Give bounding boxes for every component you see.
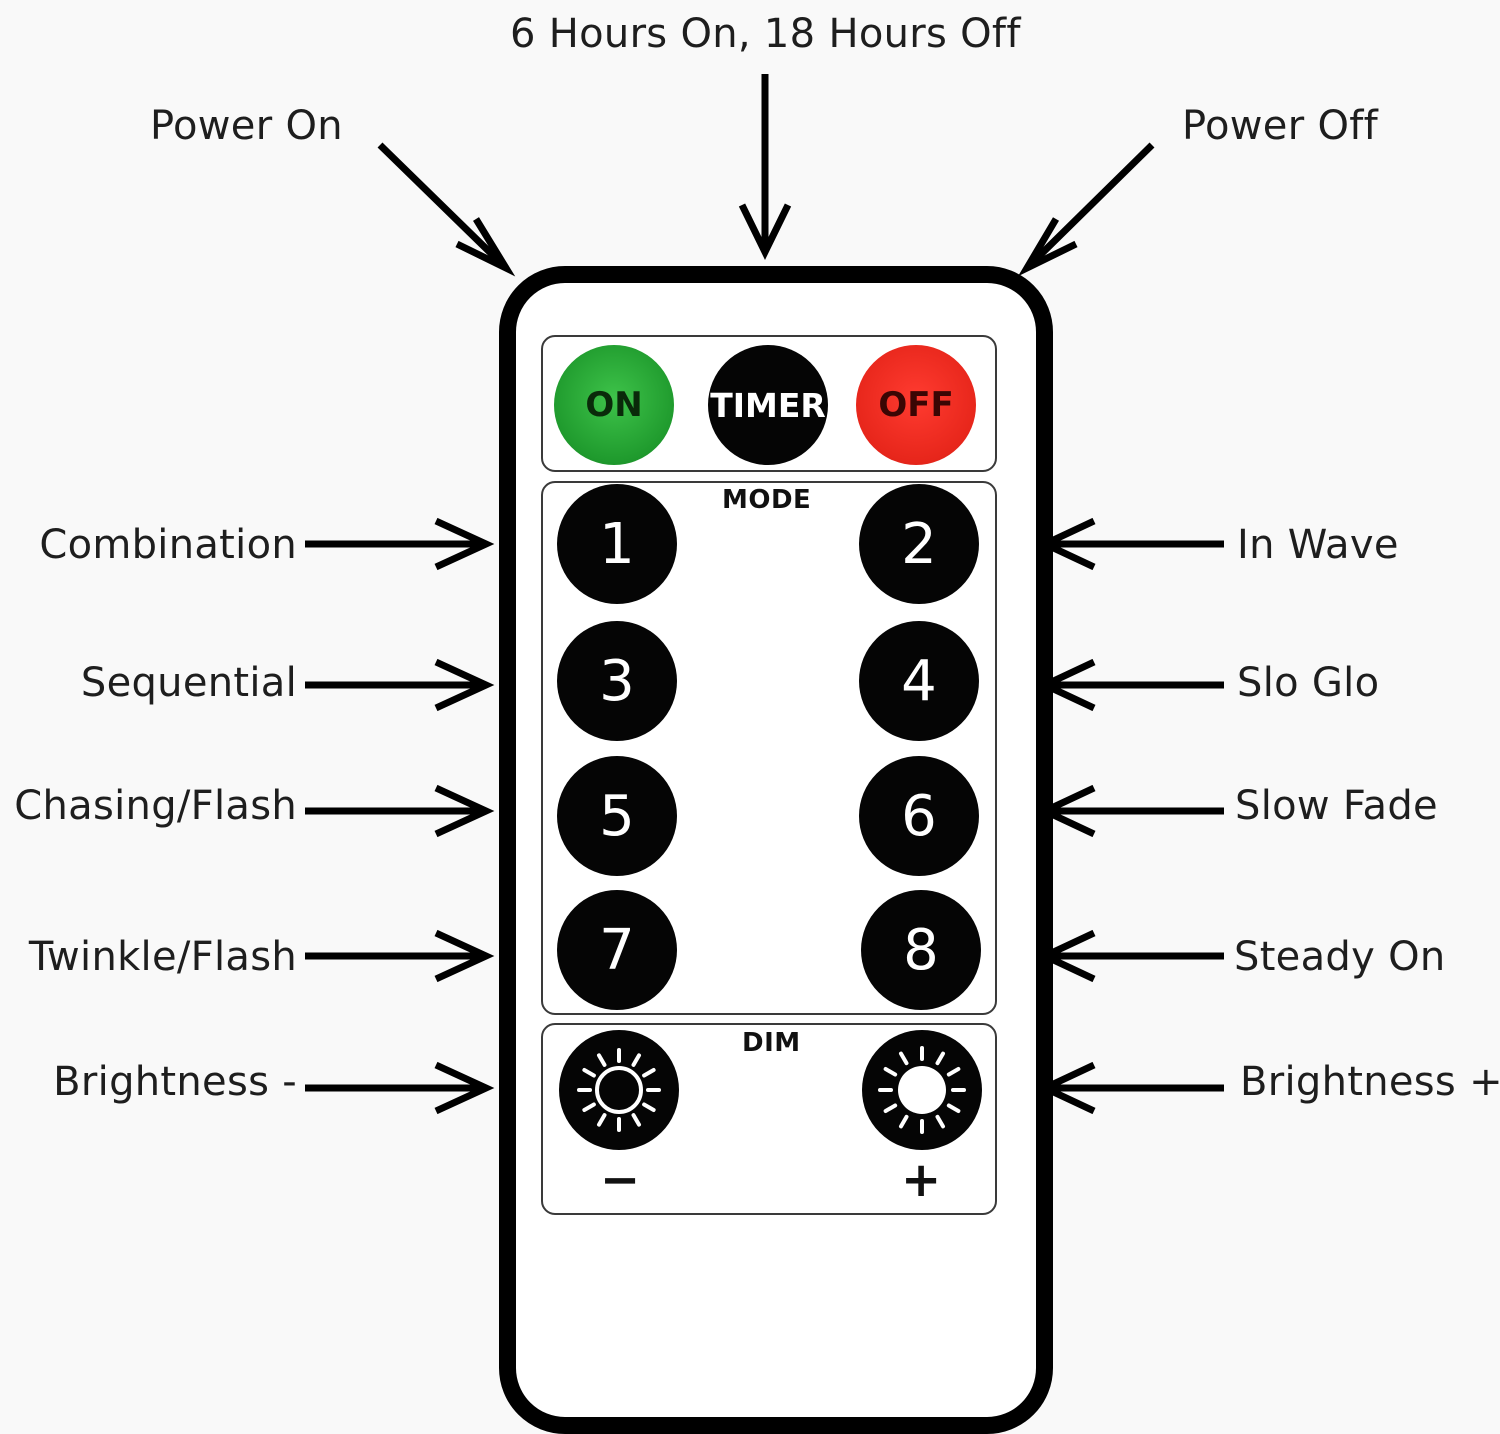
off-button[interactable]: OFF — [856, 345, 976, 465]
sun-ray — [597, 1053, 607, 1067]
mode-button-3[interactable]: 3 — [557, 621, 677, 741]
sun-filled-icon — [878, 1046, 966, 1134]
sun-ray — [946, 1103, 961, 1113]
mode-button-1[interactable]: 1 — [557, 484, 677, 604]
callout-timer: 6 Hours On, 18 Hours Off — [510, 11, 1021, 57]
sun-ray — [935, 1114, 945, 1129]
arrow-power-on — [377, 142, 509, 271]
mode-button-6[interactable]: 6 — [859, 756, 979, 876]
mode-button-8[interactable]: 8 — [861, 890, 981, 1010]
mode-button-7[interactable]: 7 — [557, 890, 677, 1010]
callout-mode-1: Combination — [39, 522, 297, 568]
callout-mode-7: Twinkle/Flash — [28, 934, 297, 980]
timer-button[interactable]: TIMER — [708, 345, 828, 465]
plus-sign: + — [901, 1152, 942, 1208]
sun-outline-icon — [577, 1048, 661, 1132]
arrow-power-off — [1024, 142, 1155, 271]
dim-title: DIM — [742, 1028, 801, 1058]
sun-ray — [899, 1051, 909, 1066]
brightness-up-button[interactable] — [862, 1030, 982, 1150]
mode-button-4[interactable]: 4 — [859, 621, 979, 741]
callout-mode-4: Slo Glo — [1237, 660, 1380, 706]
sun-ray — [883, 1067, 898, 1077]
sun-ray — [946, 1067, 961, 1077]
sun-ray — [883, 1103, 898, 1113]
callout-mode-2: In Wave — [1237, 522, 1399, 568]
minus-sign: − — [600, 1152, 641, 1208]
callout-mode-5: Chasing/Flash — [14, 783, 297, 829]
sun-ray — [582, 1102, 596, 1112]
sun-ray — [631, 1113, 641, 1127]
callout-dim-plus: Brightness + — [1240, 1059, 1500, 1105]
sun-ray — [935, 1051, 945, 1066]
mode-button-5[interactable]: 5 — [557, 756, 677, 876]
mode-button-2[interactable]: 2 — [859, 484, 979, 604]
sun-ray — [642, 1068, 656, 1078]
sun-ray — [597, 1113, 607, 1127]
sun-ray — [899, 1114, 909, 1129]
callout-mode-6: Slow Fade — [1235, 783, 1438, 829]
callout-mode-8: Steady On — [1234, 934, 1446, 980]
callout-power-on: Power On — [150, 103, 343, 149]
sun-ray — [631, 1053, 641, 1067]
on-button[interactable]: ON — [554, 345, 674, 465]
brightness-down-button[interactable] — [559, 1030, 679, 1150]
sun-ray — [582, 1068, 596, 1078]
callout-mode-3: Sequential — [80, 660, 297, 706]
callout-power-off: Power Off — [1182, 103, 1379, 149]
mode-title: MODE — [722, 485, 812, 515]
sun-ray — [642, 1102, 656, 1112]
callout-dim-minus: Brightness - — [53, 1059, 297, 1105]
